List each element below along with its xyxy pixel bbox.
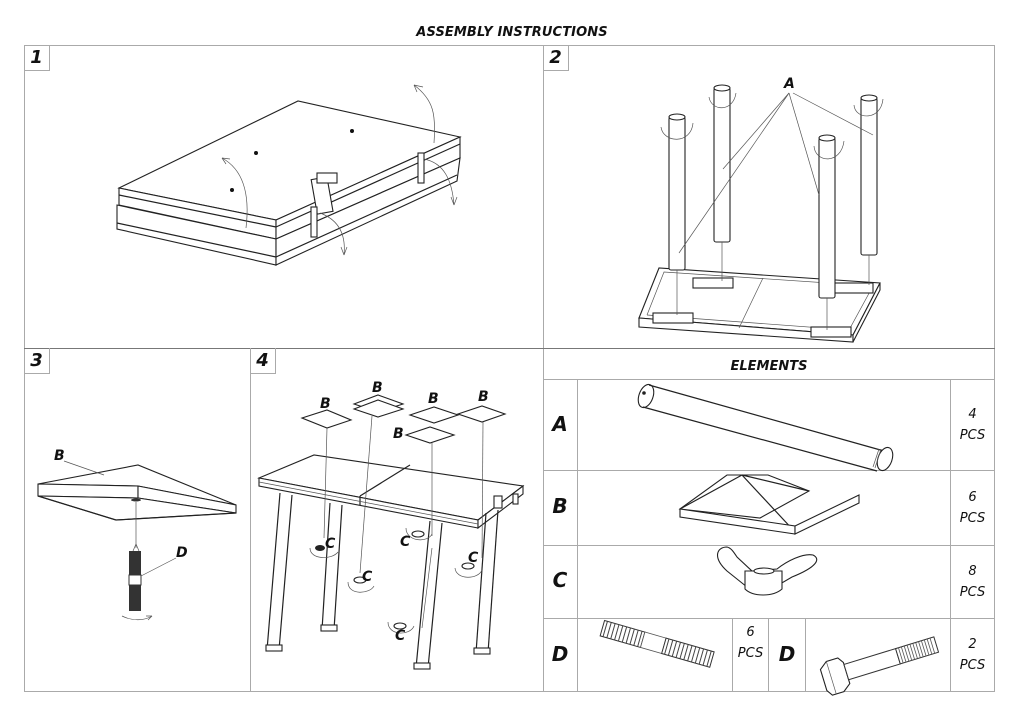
divider xyxy=(543,618,995,619)
qty-unit: PCS xyxy=(959,428,986,443)
qty-value: 6 xyxy=(968,490,977,505)
legs-screwed-into-table-drawing: A xyxy=(638,76,884,343)
element-qty: 6 PCS xyxy=(733,622,768,664)
leg-4 xyxy=(860,94,878,256)
step-number: 3 xyxy=(24,348,50,374)
qty-unit: PCS xyxy=(959,658,986,673)
step-4-panel: 4 xyxy=(250,348,543,692)
divider xyxy=(250,348,251,692)
qty-unit: PCS xyxy=(959,511,986,526)
divider xyxy=(768,618,769,692)
element-qty: 8 PCS xyxy=(950,561,995,603)
callout-label-b: B xyxy=(320,396,331,412)
divider xyxy=(950,379,951,692)
element-qty: 6 PCS xyxy=(950,487,995,529)
element-letter: B xyxy=(552,494,568,518)
element-qty: 2 PCS xyxy=(950,634,995,676)
divider xyxy=(732,618,733,692)
callout-label-b: B xyxy=(393,426,404,442)
step-number: 2 xyxy=(543,45,569,71)
divider xyxy=(24,348,995,349)
divider xyxy=(543,545,995,546)
element-letter: D xyxy=(551,642,569,666)
cap-and-stud-drawing: B D xyxy=(37,448,237,621)
callout-label-b: B xyxy=(372,380,383,396)
leg-1 xyxy=(668,113,686,271)
step-number: 1 xyxy=(24,45,50,71)
qty-value: 4 xyxy=(968,407,977,422)
divider xyxy=(805,618,806,692)
qty-value: 8 xyxy=(968,564,977,579)
divider xyxy=(543,379,995,380)
step-3-panel: 3 B D xyxy=(24,348,250,692)
element-letter: C xyxy=(552,568,568,592)
callout-label-c: C xyxy=(325,536,336,552)
callout-label-c: C xyxy=(362,569,373,585)
callout-label-b: B xyxy=(54,448,65,464)
element-qty: 4 PCS xyxy=(950,404,995,446)
qty-unit: PCS xyxy=(737,646,764,661)
document-title: ASSEMBLY INSTRUCTIONS xyxy=(416,25,608,40)
divider xyxy=(543,470,995,471)
callout-label-c: C xyxy=(395,628,406,644)
tube-leg-icon xyxy=(637,383,894,472)
element-letter: D xyxy=(778,642,796,666)
step-1-panel: 1 xyxy=(24,45,543,348)
step-number: 4 xyxy=(250,348,276,374)
instruction-frame xyxy=(24,45,995,692)
qty-value: 2 xyxy=(968,637,977,652)
wing-nut-icon xyxy=(717,546,818,596)
leg-2 xyxy=(713,84,731,243)
callout-label-c: C xyxy=(468,550,479,566)
callout-label-a: A xyxy=(783,76,795,92)
caps-and-wing-nuts-on-table-drawing: B B B B B C C C C C xyxy=(257,380,525,670)
elements-header: ELEMENTS xyxy=(730,359,808,374)
qty-unit: PCS xyxy=(959,585,986,600)
callout-label-c: C xyxy=(400,534,411,550)
callout-label-b: B xyxy=(478,389,489,405)
callout-label-b: B xyxy=(428,391,439,407)
element-letter: A xyxy=(552,412,568,436)
callout-label-d: D xyxy=(176,545,188,561)
divider xyxy=(543,45,544,692)
qty-value: 6 xyxy=(746,625,755,640)
hex-bolt-icon xyxy=(819,636,940,696)
folded-table-case-drawing xyxy=(116,84,462,266)
step-2-panel: 2 A xyxy=(543,45,995,348)
leg-3 xyxy=(818,134,836,299)
pyramid-cap-icon xyxy=(678,474,860,535)
threaded-stud-icon xyxy=(599,619,715,668)
divider xyxy=(577,379,578,692)
